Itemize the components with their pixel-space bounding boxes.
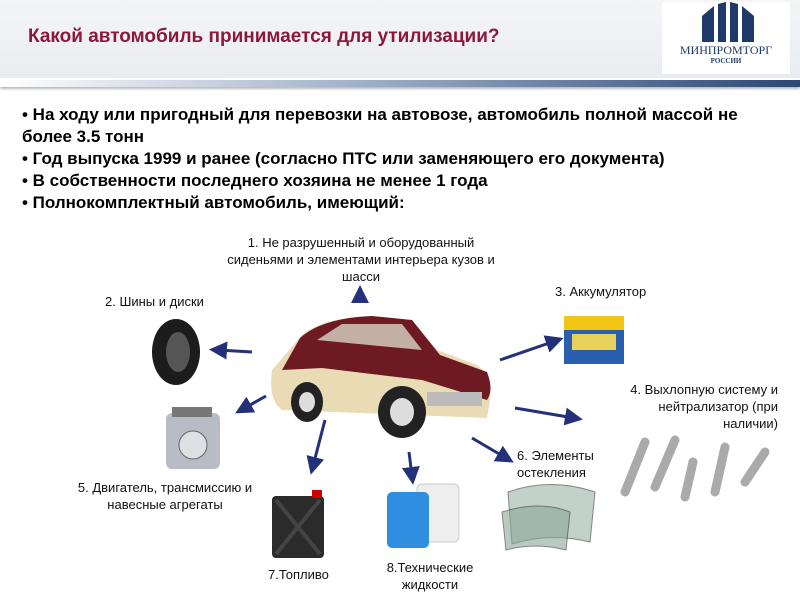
arrow-tires [209, 341, 253, 360]
ministry-logo: МИНПРОМТОРГ РОССИИ [662, 2, 790, 74]
label-fuel: 7.Топливо [268, 567, 329, 582]
tire-image [152, 319, 200, 385]
glass-image [501, 484, 596, 551]
criteria-item: • В собственности последнего хозяина не … [22, 171, 488, 190]
engine-image [166, 407, 220, 469]
logo-emblem-icon [702, 2, 754, 42]
arrow-fuel [306, 419, 327, 475]
label-battery: 3. Аккумулятор [555, 284, 647, 299]
label-engine: 5. Двигатель, трансмиссию и навесные агр… [77, 480, 253, 512]
logo-text: МИНПРОМТОРГ [679, 43, 773, 57]
arrow-battery [499, 335, 564, 362]
header: Какой автомобиль принимается для утилиза… [0, 0, 800, 78]
label-tires: 2. Шины и диски [105, 294, 204, 309]
arrow-engine [235, 394, 267, 414]
label-glass: 6. Элементы остекления [517, 448, 594, 480]
car-image [271, 316, 491, 438]
criteria-item: • Полнокомплектный автомобиль, имеющий: [22, 193, 405, 212]
battery-image [564, 316, 624, 364]
fluid-canisters-image [387, 483, 460, 548]
logo-subtext: РОССИИ [710, 57, 742, 65]
header-divider [0, 80, 800, 87]
criteria-item: • На ходу или пригодный для перевозки на… [22, 105, 738, 146]
exhaust-image [620, 435, 770, 502]
label-exhaust: 4. Выхлопную систему и нейтрализатор (пр… [630, 382, 778, 431]
arrow-exhaust [514, 406, 583, 426]
criteria-list: • На ходу или пригодный для перевозки на… [22, 104, 782, 214]
label-fluids: 8.Технические жидкости [386, 560, 474, 592]
slide-title: Какой автомобиль принимается для утилиза… [28, 26, 500, 47]
fuel-canister-image [272, 490, 324, 558]
arrow-fluids [401, 451, 420, 485]
criteria-item: • Год выпуска 1999 и ранее (согласно ПТС… [22, 149, 665, 168]
arrow-glass [471, 436, 514, 463]
label-body: 1. Не разрушенный и оборудованный сидень… [227, 235, 495, 284]
